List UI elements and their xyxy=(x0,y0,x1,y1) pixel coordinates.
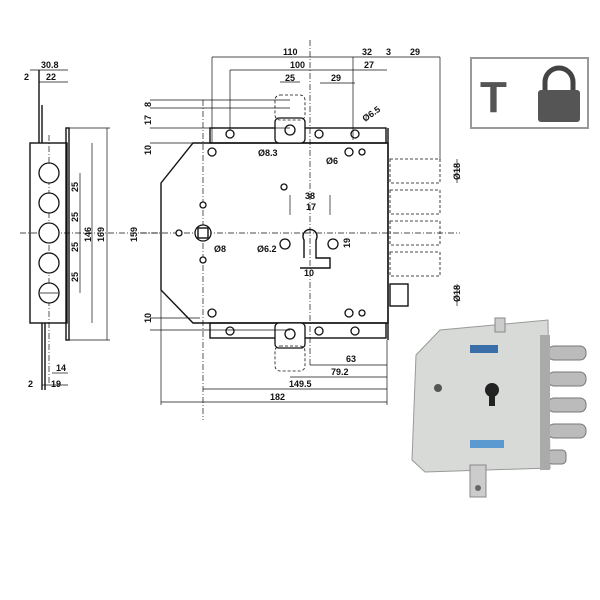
dim-dia-8: Ø8 xyxy=(214,244,226,254)
padlock-icon xyxy=(538,65,580,122)
dim-146: 146 xyxy=(83,227,93,242)
dim-32: 32 xyxy=(362,47,372,57)
dim-22: 22 xyxy=(46,72,56,82)
dim-30-8: 30.8 xyxy=(41,60,59,70)
dim-182: 182 xyxy=(270,392,285,402)
dim-110: 110 xyxy=(283,47,298,57)
dim-63: 63 xyxy=(346,354,356,364)
bolt-hole xyxy=(38,192,60,214)
dim-3: 3 xyxy=(386,47,391,57)
latch-bolts xyxy=(389,158,441,307)
badge-letter: T xyxy=(480,73,507,122)
dim-100: 100 xyxy=(290,60,305,70)
faceplate-flange xyxy=(65,127,70,341)
dim-dia-8-3: Ø8.3 xyxy=(258,148,278,158)
bolt-hole xyxy=(38,252,60,274)
dim-29-top: 29 xyxy=(410,47,420,57)
spindle-hub xyxy=(194,224,212,242)
bolt-holes xyxy=(38,162,60,304)
dim-10-bottom: 10 xyxy=(143,313,153,323)
dim-38: 38 xyxy=(305,191,315,201)
dim-169: 169 xyxy=(96,227,106,242)
dim-25: 25 xyxy=(70,242,80,252)
dim-dia-6-2: Ø6.2 xyxy=(257,244,277,254)
dim-79-2: 79.2 xyxy=(331,367,349,377)
bolt-hole xyxy=(38,162,60,184)
dim-2-bottom: 2 xyxy=(28,379,33,389)
side-view: 30.8 22 2 25 25 25 25 146 169 14 2 19 xyxy=(20,60,160,390)
screw-holes xyxy=(175,124,366,340)
lock-photo xyxy=(411,317,587,498)
dim-14: 14 xyxy=(56,363,66,373)
dim-17: 17 xyxy=(143,115,153,125)
dim-19: 19 xyxy=(342,238,352,248)
dim-dia-18-bottom: Ø18 xyxy=(452,285,462,302)
dim-dia-6: Ø6 xyxy=(326,156,338,166)
dim-2-top: 2 xyxy=(24,72,29,82)
dim-dia-6-5: Ø6.5 xyxy=(360,104,382,123)
dim-10-cylinder: 10 xyxy=(304,268,314,278)
dim-17-cylinder: 17 xyxy=(306,202,316,212)
dim-29: 29 xyxy=(331,73,341,83)
dim-25: 25 xyxy=(70,182,80,192)
dim-27: 27 xyxy=(364,60,374,70)
deadbolt xyxy=(389,283,409,307)
dim-159: 159 xyxy=(129,227,139,242)
dim-8: 8 xyxy=(143,102,153,107)
dim-dia-18-top: Ø18 xyxy=(452,163,462,180)
dim-10-top: 10 xyxy=(143,145,153,155)
dim-19: 19 xyxy=(51,379,61,389)
dim-25: 25 xyxy=(285,73,295,83)
dim-25: 25 xyxy=(70,272,80,282)
dim-25: 25 xyxy=(70,212,80,222)
dimension-lines xyxy=(150,56,458,405)
bolt-hole xyxy=(38,222,60,244)
cylinder-cutout xyxy=(300,228,331,269)
front-view: 110 32 3 29 100 27 25 29 8 17 10 159 10 … xyxy=(129,40,462,420)
security-badge: T xyxy=(470,57,589,129)
dim-149-5: 149.5 xyxy=(289,379,312,389)
